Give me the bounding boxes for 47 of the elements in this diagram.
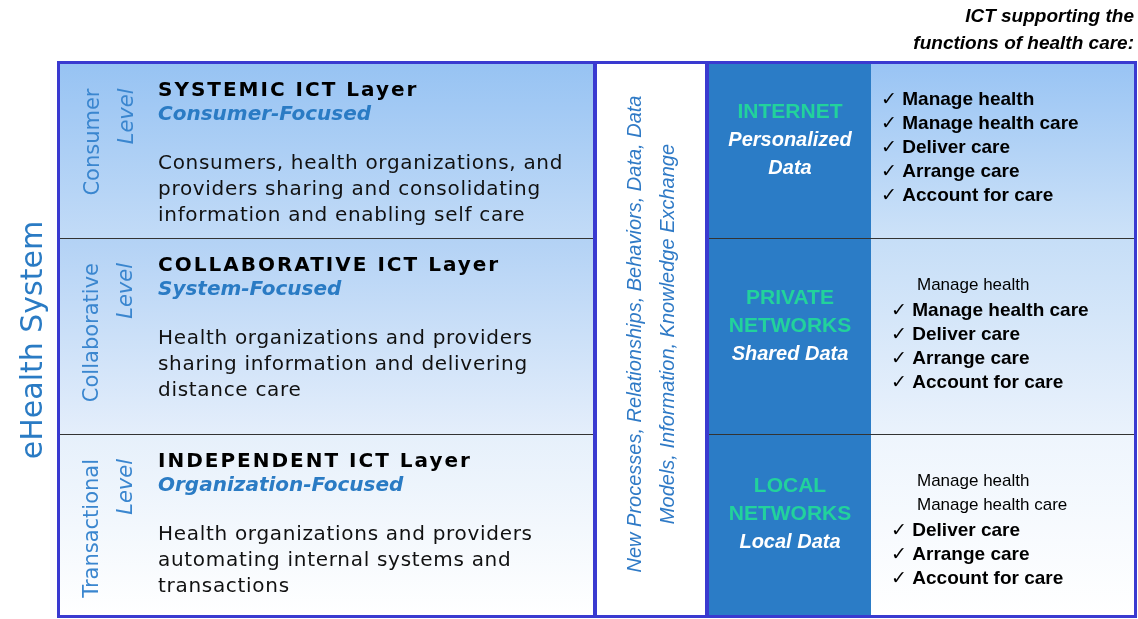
exchange-band [593,64,709,615]
column-heading: ICT supporting the functions of health care: [912,4,1134,55]
layer-heading: SYSTEMIC ICT Layer [158,77,419,101]
level-label: Transactional [78,458,104,600]
network-name: LOCAL NETWORKS [727,472,853,526]
layer-description: Health organizations and providers sharing information and delivering distance care [158,324,534,402]
layer-description: Health organizations and providers automating internal systems and transactions [158,520,534,598]
level-label: Level [112,87,138,146]
function-item: Manage health [917,275,1030,295]
function-item: ✓ Arrange care [891,345,1030,369]
level-label: Consumer [78,87,104,198]
function-item: ✓ Arrange care [881,158,1020,182]
level-label: Level [112,458,138,517]
data-type-label: Personalized Data [727,127,853,180]
layer-subheading: Consumer-Focused [158,101,372,125]
layer-subheading: System-Focused [158,276,342,300]
network-cell [709,239,871,435]
layer-heading: COLLABORATIVE ICT Layer [158,252,501,276]
layer-description: Consumers, health organizations, and providers sharing and consolidating information and enabling self care [158,149,565,227]
data-type-label: Shared Data [730,340,850,366]
function-item: ✓ Manage health care [881,110,1079,134]
layer-cell [60,64,593,239]
function-item: Manage health care [917,495,1068,515]
network-cell [709,435,871,615]
level-label: Level [112,262,138,321]
function-cell [871,64,1134,239]
function-item: ✓ Account for care [891,369,1064,393]
layer-subheading: Organization-Focused [158,472,404,496]
function-item: ✓ Account for care [891,565,1064,589]
function-item: Manage health [917,471,1030,491]
exchange-text: New Processes, Relationships, Behaviors, Data, Data Models, Information, Knowledge Exchange [622,94,679,574]
function-item: ✓ Manage health [881,86,1035,110]
data-type-label: Local Data [738,529,842,554]
function-item: ✓ Deliver care [881,134,1011,158]
function-item: ✓ Account for care [881,182,1054,206]
level-label: Collaborative [78,262,104,405]
system-title: eHealth System [13,219,50,462]
function-item: ✓ Deliver care [891,321,1021,345]
network-cell [709,64,871,239]
network-name: INTERNET [736,98,844,124]
function-item: ✓ Arrange care [891,541,1030,565]
layer-heading: INDEPENDENT ICT Layer [158,448,472,472]
function-item: ✓ Manage health care [891,297,1089,321]
network-name: PRIVATE NETWORKS [727,283,853,338]
function-cell [871,239,1134,435]
function-item: ✓ Deliver care [891,517,1021,541]
layer-cell [60,239,593,435]
